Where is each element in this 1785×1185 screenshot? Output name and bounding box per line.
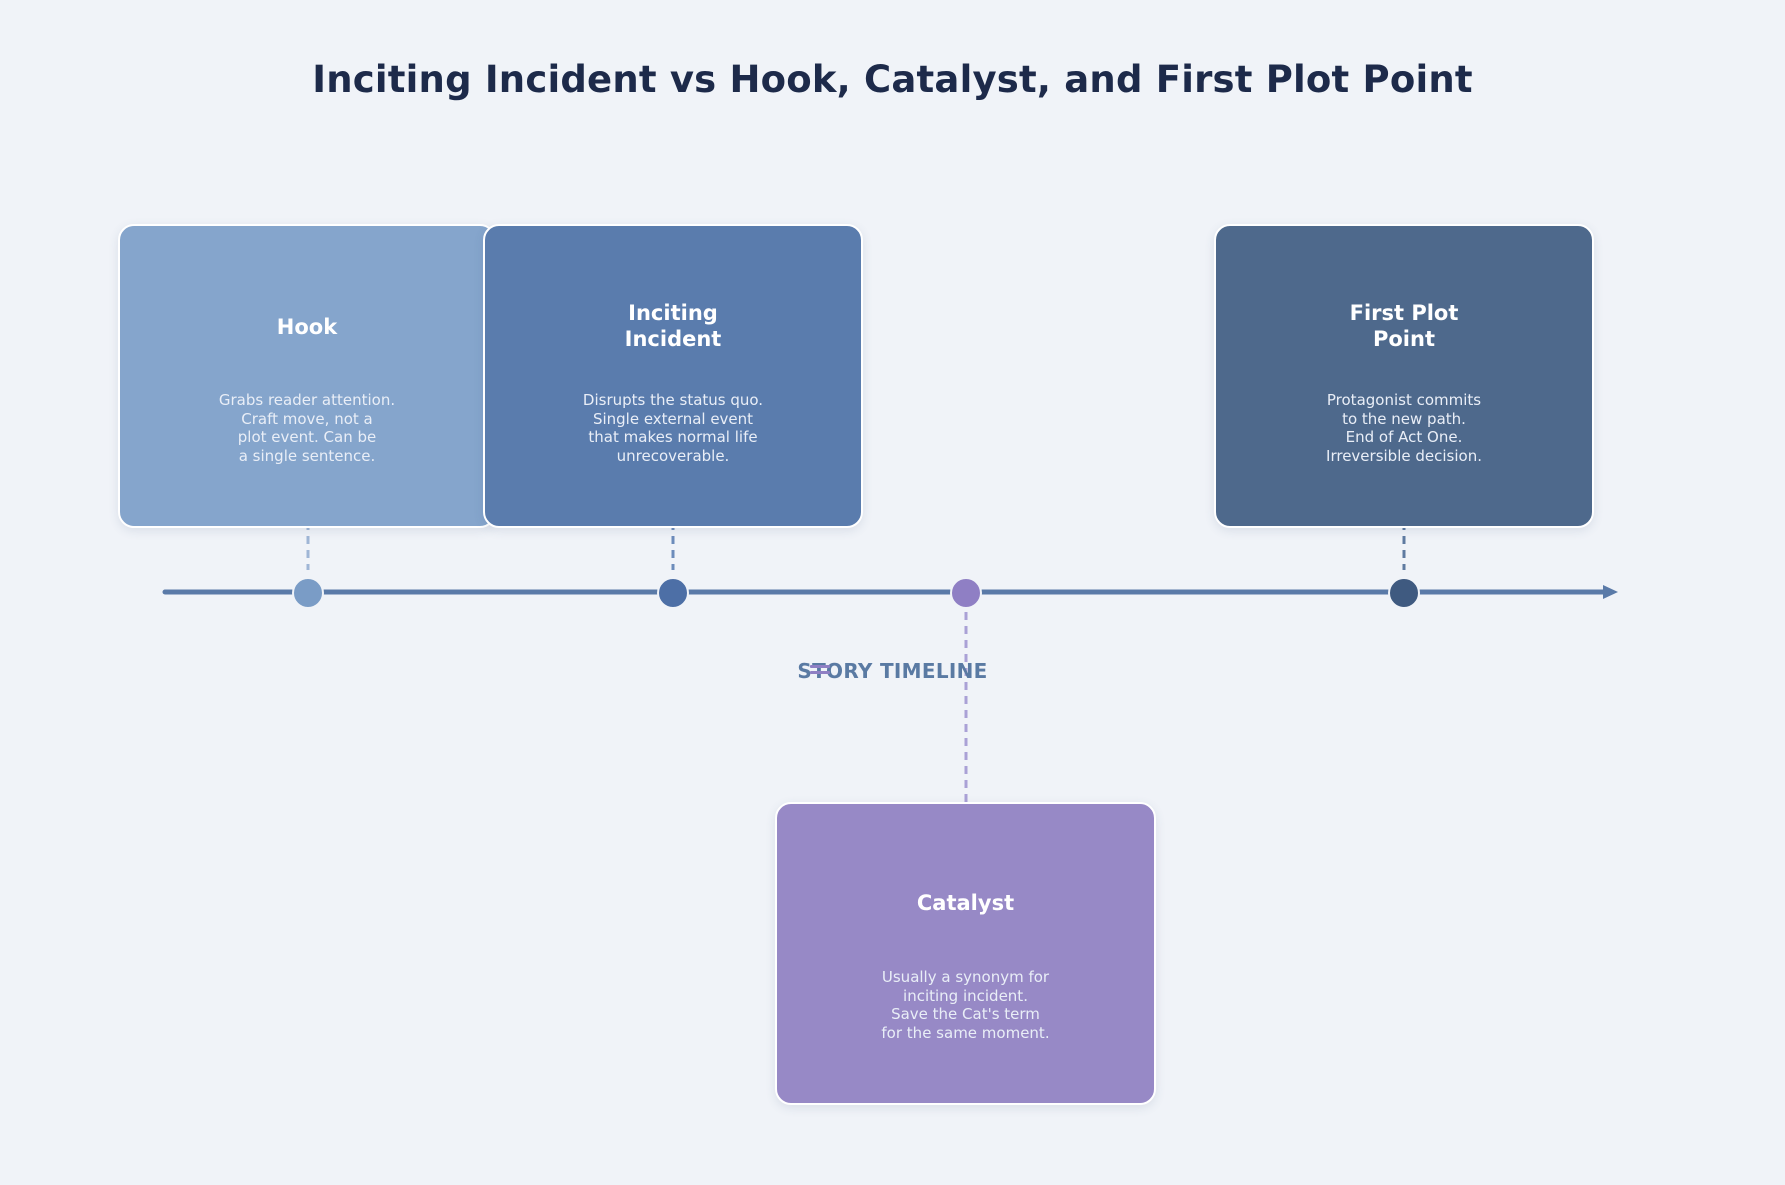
node-inciting [657,577,689,609]
card-first-plot-point-body: Protagonist commits to the new path. End… [1326,391,1482,465]
timeline-arrowhead [1603,585,1618,599]
card-hook: Hook Grabs reader attention. Craft move,… [118,224,496,528]
node-catalyst [950,577,982,609]
page-title: Inciting Incident vs Hook, Catalyst, and… [312,58,1473,101]
timeline-label: STORY TIMELINE [797,659,988,683]
card-inciting-incident-body: Disrupts the status quo. Single external… [582,391,764,465]
card-catalyst-title: Catalyst [916,891,1015,915]
node-first-plot [1388,577,1420,609]
card-inciting-incident: Inciting Incident Disrupts the status qu… [483,224,863,528]
card-first-plot-point: First Plot Point Protagonist commits to … [1214,224,1594,528]
card-first-plot-point-title: First Plot Point [1349,301,1459,351]
timeline-label-icon [810,665,830,674]
node-hook [292,577,324,609]
card-catalyst: Catalyst Usually a synonym for inciting … [775,802,1156,1105]
card-hook-body: Grabs reader attention. Craft move, not … [218,391,396,465]
card-inciting-incident-title: Inciting Incident [624,301,722,351]
card-catalyst-body: Usually a synonym for inciting incident.… [881,968,1050,1042]
card-hook-title: Hook [276,315,338,339]
